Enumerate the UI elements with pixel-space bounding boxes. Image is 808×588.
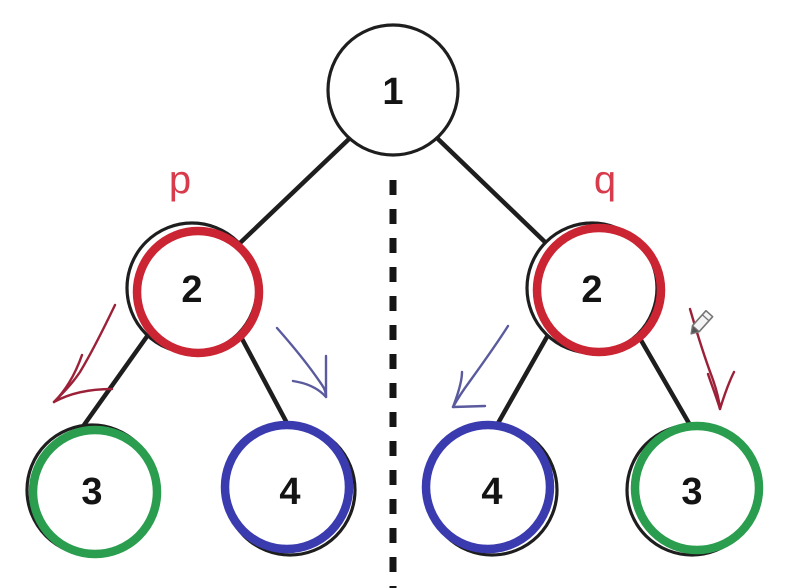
pencil-tip <box>690 324 701 335</box>
edge-root-to-left-2 <box>237 136 352 246</box>
node-leaf-4-left-value: 4 <box>279 471 300 513</box>
cursor-layer <box>688 309 714 337</box>
annotation-arrow-red-left-shaft <box>52 303 117 404</box>
node-leaf-3-left-highlight-ring <box>28 425 162 559</box>
node-leaf-4-right-highlight-ring <box>421 420 555 554</box>
annotation-arrow-blue-left <box>275 326 328 399</box>
annotation-arrow-red-left-head <box>52 353 114 404</box>
pencil-cursor-icon[interactable] <box>688 309 714 337</box>
node-root-1-value: 1 <box>382 71 403 113</box>
node-left-2-highlight-ring <box>132 226 264 358</box>
p-label: p <box>169 158 191 202</box>
node-left-2[interactable]: 2 <box>125 221 264 358</box>
node-right-2[interactable]: 2 <box>525 221 666 357</box>
node-leaf-4-right[interactable]: 4 <box>421 420 559 557</box>
edge-right2-to-leaf3 <box>635 332 693 428</box>
node-leaf-4-left[interactable]: 4 <box>220 420 357 557</box>
node-leaf-3-right-value: 3 <box>681 471 702 513</box>
node-root-1[interactable]: 1 <box>326 23 460 157</box>
node-leaf-3-left[interactable]: 3 <box>25 423 162 559</box>
node-leaf-3-right-highlight-ring <box>630 421 764 555</box>
annotation-arrow-blue-right-head <box>451 370 487 409</box>
nodes-layer: 1 2 2 3 4 4 3 <box>25 23 764 559</box>
node-leaf-4-left-highlight-ring <box>220 420 354 554</box>
edge-right2-to-leaf4 <box>494 332 551 428</box>
edge-left2-to-leaf4 <box>237 332 291 428</box>
annotation-arrow-red-left <box>52 303 117 404</box>
edge-root-to-right-2 <box>435 136 549 246</box>
annotation-arrow-blue-right-shaft <box>451 324 510 409</box>
node-leaf-3-right[interactable]: 3 <box>625 421 764 557</box>
pencil-band <box>701 314 710 322</box>
annotation-arrow-red-right-head <box>706 370 736 411</box>
node-leaf-4-right-value: 4 <box>481 471 502 513</box>
annotation-arrow-blue-left-shaft <box>275 326 328 399</box>
node-root-1-outline <box>326 23 460 157</box>
node-right-2-value: 2 <box>581 269 602 311</box>
node-left-2-value: 2 <box>181 269 202 311</box>
node-right-2-highlight-ring <box>532 223 666 357</box>
annotation-arrow-blue-left-head <box>291 354 328 399</box>
edges-layer <box>81 136 693 428</box>
annotation-arrow-blue-right <box>451 324 510 409</box>
edge-left2-to-leaf3 <box>81 332 151 428</box>
node-leaf-3-left-value: 3 <box>81 471 102 513</box>
q-label: q <box>594 158 616 202</box>
